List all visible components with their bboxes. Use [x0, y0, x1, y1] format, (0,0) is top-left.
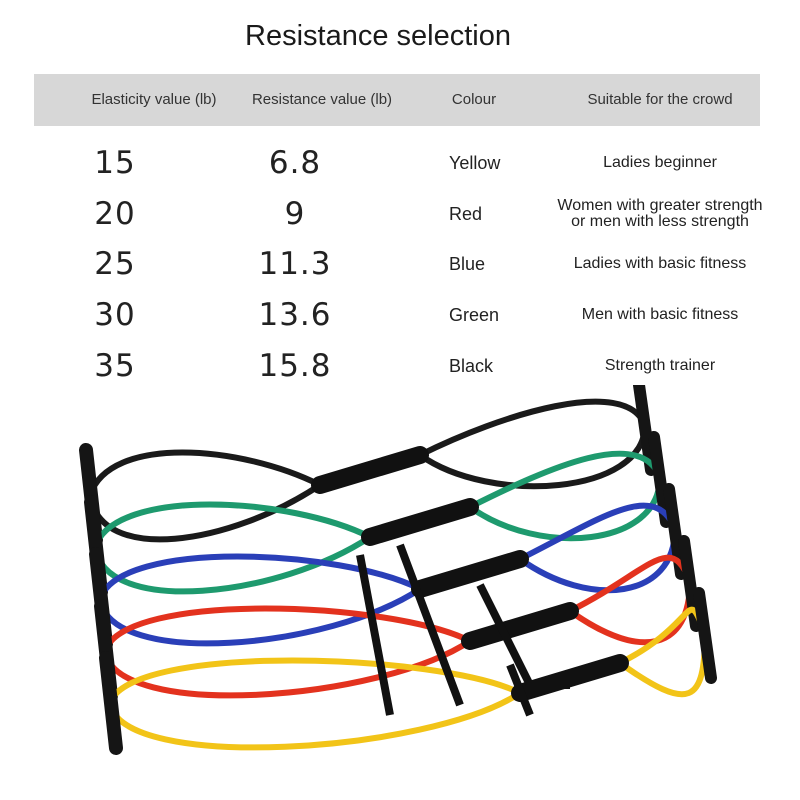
page-title: Resistance selection	[245, 20, 511, 52]
table-row: 20 9 Red Women with greater strength or …	[0, 191, 800, 237]
crowd-value: Ladies with basic fitness	[573, 255, 747, 272]
crowd-value: Ladies beginner	[603, 154, 717, 171]
header-colour: Colour	[451, 91, 497, 108]
resistance-value: 6.8	[268, 145, 322, 181]
elasticity-value: 20	[94, 196, 136, 232]
table-row: 25 11.3 Blue Ladies with basic fitness	[0, 241, 800, 287]
crowd-value: Men with basic fitness	[581, 306, 739, 323]
elasticity-value: 25	[94, 246, 136, 282]
table-row: 30 13.6 Green Men with basic fitness	[0, 292, 800, 338]
yellow-band	[99, 587, 717, 755]
resistance-value: 13.6	[258, 297, 332, 333]
colour-value: Red	[449, 204, 483, 224]
table-header: Elasticity value (lb) Resistance value (…	[34, 74, 760, 126]
resistance-value: 9	[284, 196, 306, 232]
header-resistance: Resistance value (lb)	[251, 91, 393, 108]
table-row: 35 15.8 Black Strength trainer	[0, 343, 800, 389]
crowd-value: Strength trainer	[604, 357, 716, 374]
header-elasticity: Elasticity value (lb)	[91, 91, 217, 108]
resistance-value: 11.3	[258, 246, 332, 282]
colour-value: Blue	[449, 254, 486, 274]
header-crowd: Suitable for the crowd	[587, 91, 733, 108]
elasticity-value: 15	[94, 145, 136, 181]
colour-value: Green	[449, 305, 500, 325]
resistance-value: 15.8	[258, 348, 332, 384]
crowd-value: Women with greater strength or men with …	[540, 191, 780, 237]
door-anchor-strap	[356, 543, 570, 717]
crowd-line-1: Women with greater strength	[557, 197, 763, 214]
colour-value: Yellow	[449, 153, 501, 173]
table-row: 15 6.8 Yellow Ladies beginner	[0, 140, 800, 186]
crowd-line-2: or men with less strength	[571, 213, 749, 230]
resistance-bands-image	[79, 385, 717, 755]
elasticity-value: 30	[94, 297, 136, 333]
elasticity-value: 35	[94, 348, 136, 384]
colour-value: Black	[449, 356, 494, 376]
